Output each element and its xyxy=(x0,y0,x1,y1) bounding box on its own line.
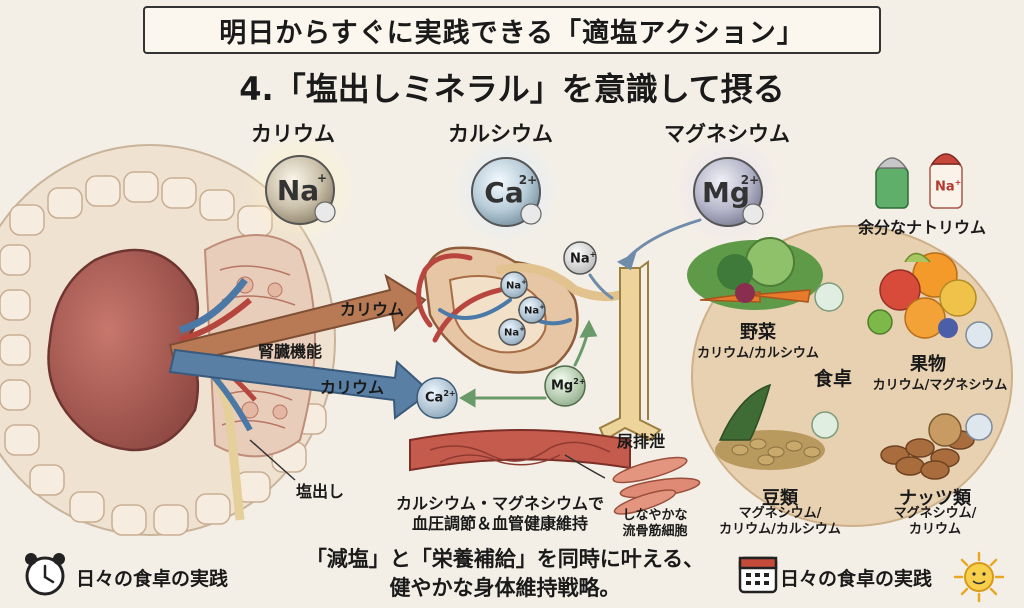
excess-sodium-label: 余分なナトリウム xyxy=(858,218,987,237)
mg-ion-small xyxy=(544,365,586,407)
muscle-cells xyxy=(612,456,701,515)
ca-ion-label: Ca2+ xyxy=(425,389,456,406)
footer-center-message: 「減塩」と「栄養補給」を同時に叶える、 健やかな身体維持戦略。 xyxy=(305,547,705,600)
food-detail-beans: マグネシウム/ カリウム/カルシウム xyxy=(719,506,841,537)
molecule-badges xyxy=(811,282,993,441)
food-detail-fruits: カリウム/マグネシウム xyxy=(872,378,1008,393)
ball-calcium: Ca2+ xyxy=(471,157,542,227)
ball-potassium-symbol: Na xyxy=(277,174,319,207)
vessel-caption: カルシウム・マグネシウムで 血圧調節＆血管健康維持 xyxy=(395,494,604,533)
food-name-fruits: 果物 xyxy=(910,354,946,375)
food-detail-vegetables: カリウム/カルシウム xyxy=(697,346,819,361)
na-inner-ions xyxy=(498,271,546,346)
kidney-function-label: 腎臓機能 xyxy=(258,342,323,361)
ball-calcium-molecule-badge xyxy=(520,203,542,225)
ball-magnesium: Mg2+ xyxy=(693,157,764,227)
mineral-label-magnesium: マグネシウム xyxy=(664,122,790,146)
ball-magnesium-charge: 2+ xyxy=(741,173,759,187)
salt-out-pointer xyxy=(249,439,296,481)
ball-potassium-molecule-badge xyxy=(314,201,336,223)
footer-right: 日々の食卓の実践 xyxy=(780,568,933,590)
collecting-duct xyxy=(598,260,662,442)
flow-arrows xyxy=(459,218,702,408)
ball-potassium-charge: + xyxy=(317,171,327,185)
salt-out-label: 塩出し xyxy=(296,482,345,501)
na-ion-nephron xyxy=(563,241,597,275)
arrow-label-bottom: カリウム xyxy=(320,378,385,397)
mineral-label-calcium: カルシウム xyxy=(448,122,553,146)
kidney xyxy=(47,248,257,521)
sun-icon xyxy=(953,551,1005,603)
vegetables xyxy=(687,237,823,310)
beans xyxy=(715,383,825,470)
table-label: 食卓 xyxy=(814,368,853,390)
calendar-icon xyxy=(738,556,778,594)
shaker-label: Na+ xyxy=(935,178,962,195)
na-inner-label-1: Na+ xyxy=(506,278,527,292)
mineral-label-potassium: カリウム xyxy=(251,122,335,146)
ball-magnesium-molecule-badge xyxy=(742,203,764,225)
na-inner-label-3: Na+ xyxy=(504,325,525,339)
page-subtitle: 4.「塩出しミネラル」を意識して摂る xyxy=(239,70,785,108)
na-inner-label-2: Na+ xyxy=(524,303,545,317)
ball-potassium: Na+ xyxy=(265,155,336,225)
na-ion-label: Na+ xyxy=(570,250,597,267)
food-name-vegetables: 野菜 xyxy=(740,322,776,343)
potassium-arrow-bottom xyxy=(168,348,432,420)
fruits xyxy=(867,252,977,339)
footer-left: 日々の食卓の実践 xyxy=(76,568,229,590)
cell-caption: しなやかな 流骨筋細胞 xyxy=(622,508,688,539)
nephron-loop xyxy=(416,246,625,374)
ca-ion-small xyxy=(416,377,458,419)
ball-calcium-charge: 2+ xyxy=(519,173,537,187)
ball-magnesium-symbol: Mg xyxy=(702,176,750,209)
food-name-nuts: ナッツ類 xyxy=(899,488,971,509)
arrow-label-top: カリウム xyxy=(340,300,405,319)
nuts xyxy=(880,413,975,480)
blood-vessel xyxy=(409,429,631,479)
page-title: 明日からすぐに実践できる「適塩アクション」 xyxy=(143,6,881,54)
food-detail-nuts: マグネシウム/ カリウム xyxy=(893,506,977,537)
mg-ion-label: Mg2+ xyxy=(551,377,586,394)
ball-calcium-symbol: Ca xyxy=(484,176,523,209)
urine-label: 尿排泄 xyxy=(617,432,666,451)
clock-icon xyxy=(25,553,65,596)
food-name-beans: 豆類 xyxy=(762,488,798,509)
salt-shakers xyxy=(875,153,963,209)
